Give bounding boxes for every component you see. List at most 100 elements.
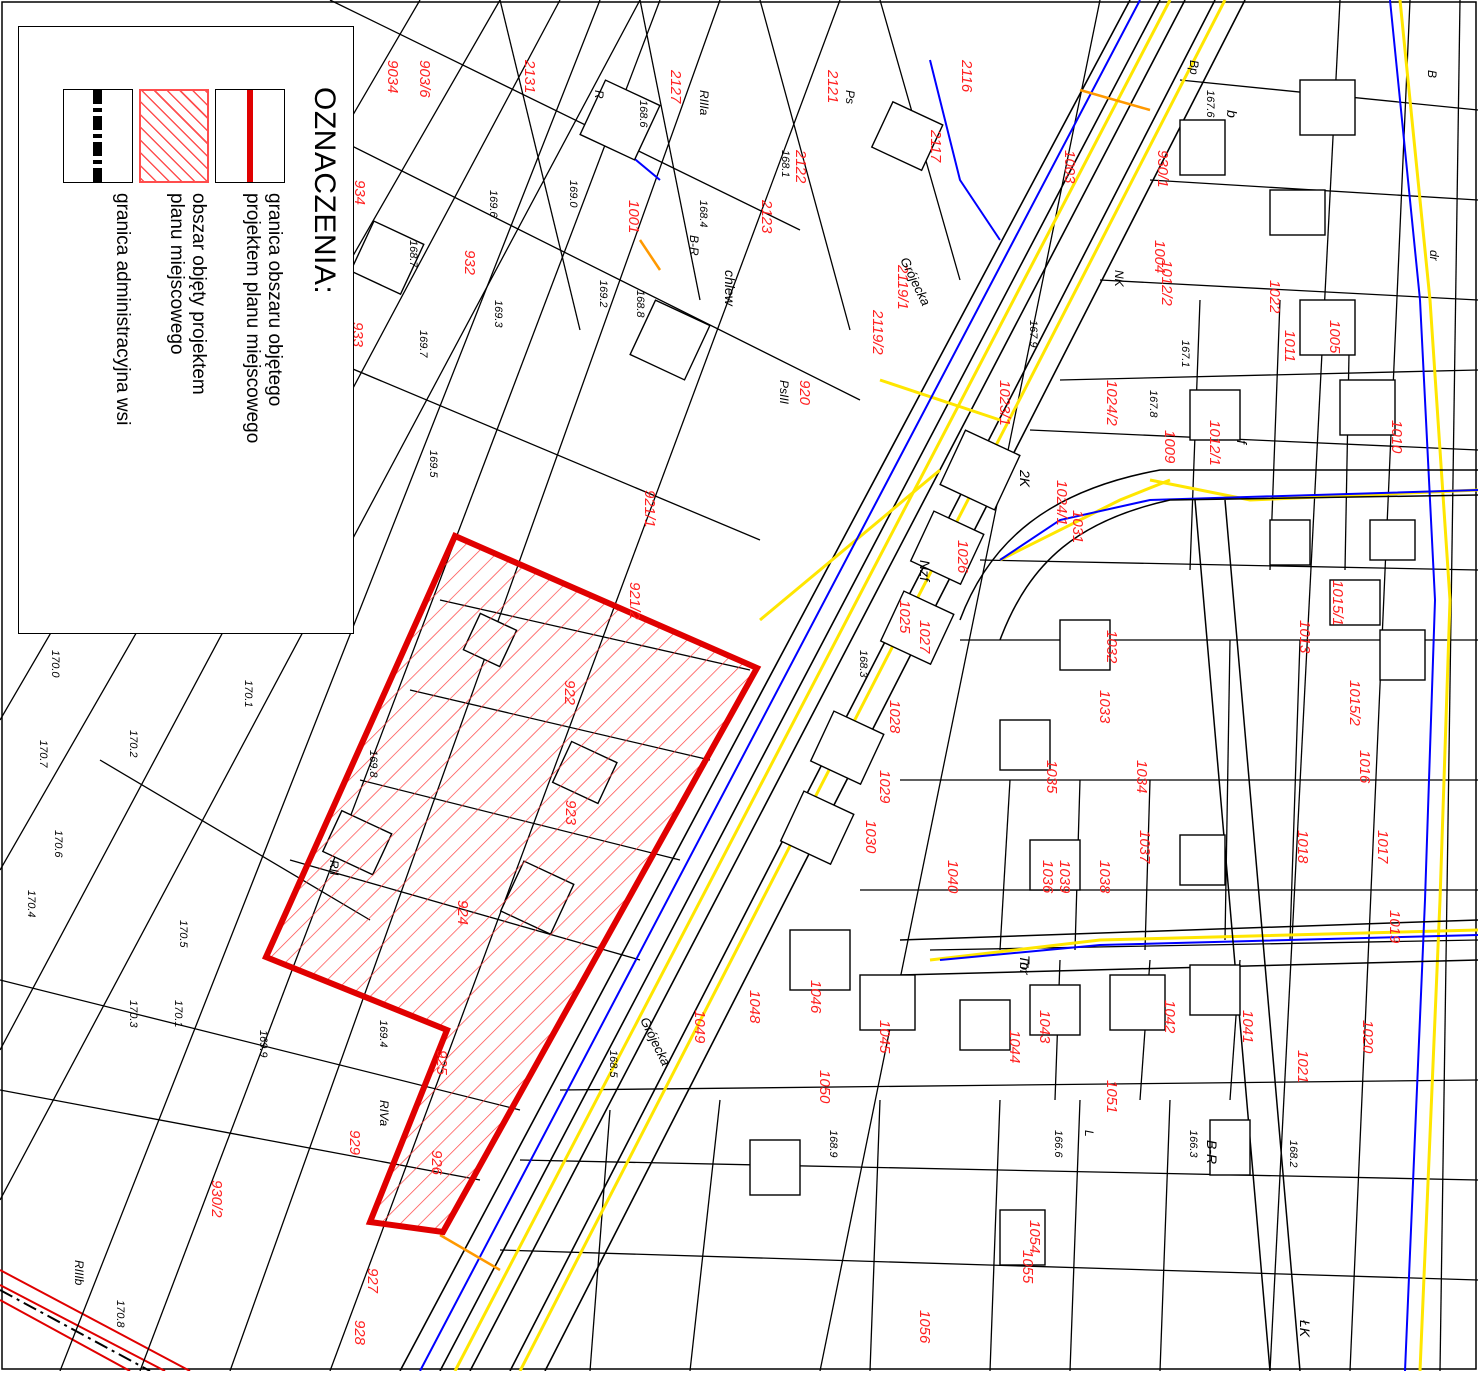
- map-label: Nzf: [917, 560, 933, 583]
- land-use-label: dr: [1427, 250, 1441, 262]
- parcel-number: 921/2: [626, 582, 643, 620]
- elevation-point: 168.7: [407, 240, 419, 268]
- elevation-point: 169.7: [417, 330, 429, 358]
- parcel-number: 1017: [1374, 830, 1391, 864]
- land-use-label: R: [592, 90, 606, 99]
- parcel-number: 928: [351, 1320, 368, 1346]
- land-use-label: RIIIa: [697, 90, 711, 116]
- legend-item-admin-boundary: granica administracyjna wsi: [59, 89, 133, 425]
- parcel-number: 1036: [1039, 860, 1056, 894]
- elevation-point: 170.3: [127, 1000, 139, 1028]
- land-use-label: NK: [1112, 270, 1126, 288]
- parcel-number: 934: [351, 180, 368, 205]
- plan-area-hatched[interactable]: [266, 536, 757, 1232]
- parcel-number: 1043: [1036, 1010, 1053, 1044]
- parcel-number: 2119/1: [894, 264, 911, 310]
- map-label: b: [1224, 110, 1240, 118]
- parcel-number: 1037: [1136, 830, 1153, 864]
- elevation-point: 169.9: [257, 1030, 269, 1058]
- parcel-number: 1048: [746, 990, 763, 1024]
- parcel-number: 2123: [758, 199, 775, 234]
- plan-boundary-line[interactable]: [261, 532, 762, 1236]
- elevation-point: 170.4: [25, 890, 37, 918]
- elevation-point: 168.1: [779, 150, 791, 178]
- land-use-label: RIIIb: [72, 1260, 86, 1286]
- elevation-point: 170.5: [177, 920, 189, 948]
- elevation-point: 169.3: [492, 300, 504, 328]
- elevation-point: 169.8: [367, 750, 379, 778]
- elevation-point: 166.3: [1187, 1130, 1199, 1158]
- parcel-number: 1040: [944, 860, 961, 894]
- elevation-point: 168.8: [634, 290, 646, 318]
- parcel-number: 923: [562, 800, 579, 826]
- parcel-number: 1024/2: [1103, 380, 1120, 427]
- map-label: Tor: [1017, 955, 1033, 976]
- parcel-number: 1055: [1019, 1250, 1036, 1284]
- parcel-number: 1056: [916, 1310, 933, 1344]
- parcel-number: 1031: [1069, 510, 1086, 543]
- parcel-number: 921/1: [641, 490, 658, 528]
- heat-network: [439, 88, 1151, 1272]
- map-label: B-R: [1204, 1140, 1220, 1164]
- parcel-number: 1026: [954, 540, 971, 574]
- parcel-number: 1045: [876, 1020, 893, 1054]
- elevation-point: 168.6: [637, 100, 649, 128]
- black-dashed-boundary-icon: [63, 89, 133, 183]
- parcel-number: 2131: [521, 59, 538, 93]
- parcel-number: 1042: [1161, 1000, 1178, 1034]
- parcel-number: 1009: [1161, 430, 1178, 464]
- parcel-number: 1038: [1096, 860, 1113, 894]
- land-use-label: Ps: [843, 90, 857, 104]
- parcel-number: 1025: [896, 600, 913, 634]
- elevation-point: 168.3: [857, 650, 869, 678]
- parcel-number: 1034: [1133, 760, 1150, 793]
- parcel-number: 1032: [1103, 630, 1120, 664]
- parcel-number: 1005: [1326, 320, 1343, 354]
- parcel-number: 2119/2: [869, 309, 886, 355]
- parcel-number: 1029: [876, 770, 893, 804]
- parcel-number: 1041: [1239, 1010, 1256, 1043]
- parcel-number: 2122: [792, 149, 809, 184]
- parcel-number: 1001: [625, 200, 642, 233]
- land-use-label: RIVa: [377, 1100, 391, 1127]
- elevation-point: 168.5: [607, 1050, 619, 1078]
- land-use-label: B: [1425, 70, 1439, 78]
- parcel-number: 1021: [1294, 1050, 1311, 1083]
- parcel-number: 1023/1: [996, 380, 1013, 426]
- parcel-number: 1018: [1294, 830, 1311, 864]
- parcel-number: 1049: [691, 1010, 708, 1044]
- elevation-point: 170.7: [37, 740, 49, 768]
- parcel-number: 1027: [916, 620, 933, 654]
- parcel-number: 925: [433, 1050, 450, 1076]
- elevation-point: 167.8: [1147, 390, 1159, 418]
- elevation-point: 166.6: [1052, 1130, 1064, 1158]
- parcel-number: 2121: [824, 69, 841, 103]
- parcel-number: 1050: [816, 1070, 833, 1104]
- parcel-number: 1030: [862, 820, 879, 854]
- gas-network: [453, 0, 1478, 1372]
- parcel-number: 922: [561, 680, 578, 706]
- elevation-point: 167.1: [1179, 340, 1191, 368]
- elevation-point: 167.9: [1027, 320, 1039, 348]
- parcel-number: 1019: [1386, 910, 1403, 944]
- parcel-number: 2127: [667, 69, 684, 104]
- elevation-point: 167.6: [1204, 90, 1216, 118]
- parcel-number: 1004: [1151, 240, 1168, 273]
- parcel-number: 930/2: [208, 1180, 225, 1218]
- elevation-point: 169.6: [487, 190, 499, 218]
- land-use-label: B-R: [687, 235, 701, 256]
- legend-item-label: granica administracyjna wsi: [112, 193, 133, 426]
- legend-item-plan-area: obszar objęty projektem planu miejscoweg…: [135, 89, 209, 395]
- road-side: [899, 469, 1478, 1372]
- elevation-point: 168.4: [697, 200, 709, 228]
- elevation-point: 169.2: [597, 280, 609, 308]
- land-use-label: Tr: [1017, 960, 1031, 971]
- map-label: ŁK: [1297, 1320, 1313, 1338]
- land-use-label: L: [1082, 1130, 1096, 1137]
- elevation-point: 170.6: [52, 830, 64, 858]
- elevation-point: 170.8: [114, 1300, 126, 1328]
- land-use-label: PsIII: [777, 380, 791, 405]
